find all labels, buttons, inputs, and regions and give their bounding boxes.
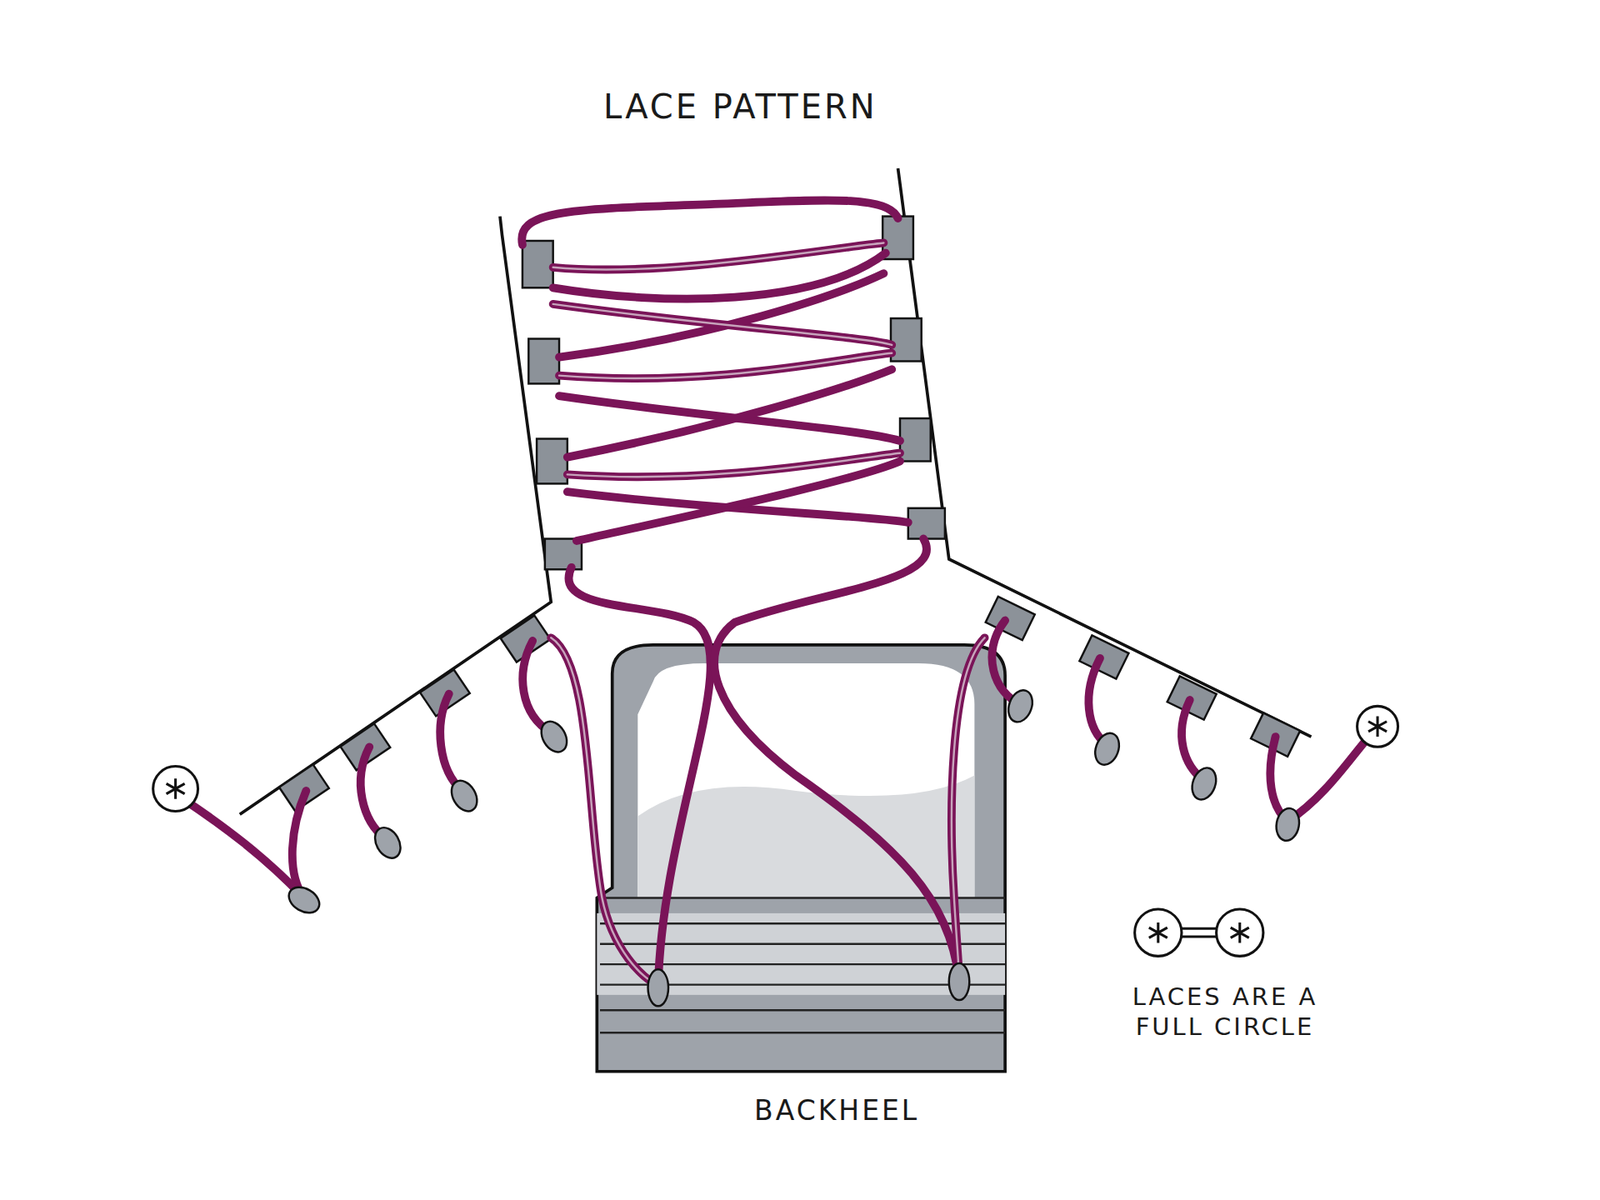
hooks bbox=[284, 686, 1302, 1006]
full-circle-symbol bbox=[1135, 909, 1264, 956]
diagram-title: LACE PATTERN bbox=[603, 85, 878, 128]
boot-outline bbox=[240, 168, 1312, 815]
laces bbox=[181, 200, 1373, 985]
lace-end-buttons bbox=[153, 705, 1399, 811]
note: LACES ARE A FULL CIRCLE bbox=[1104, 981, 1346, 1043]
part-label: BACKHEEL bbox=[754, 1093, 920, 1128]
back-heel bbox=[596, 645, 1005, 1072]
eyelet-tabs bbox=[279, 216, 1300, 812]
